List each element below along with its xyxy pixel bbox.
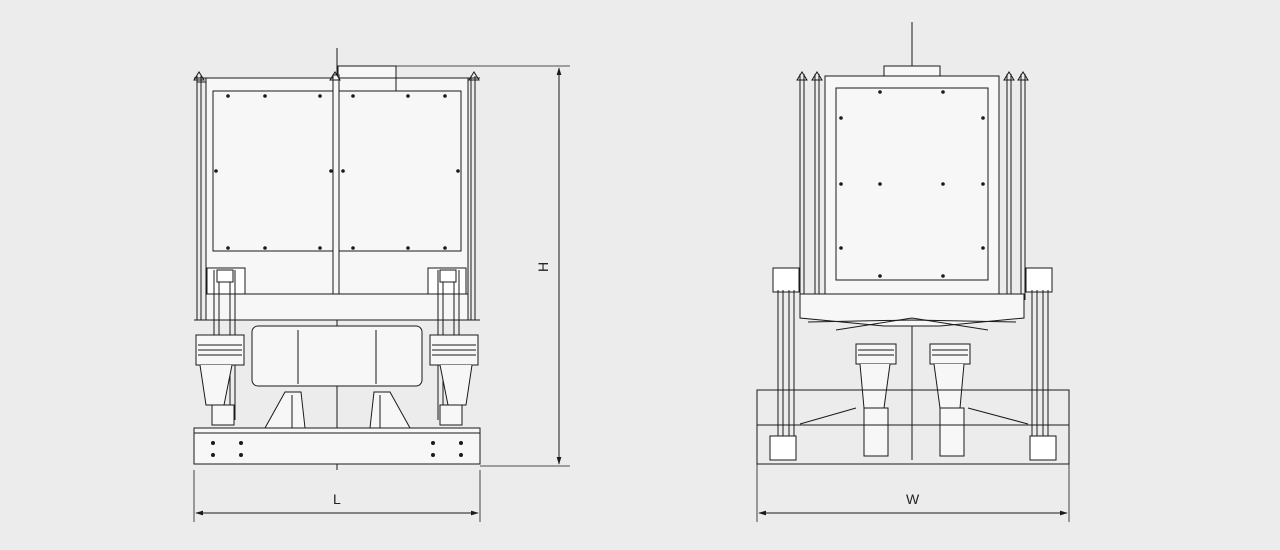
front-base (193, 427, 481, 465)
front-left-bracket (195, 267, 246, 426)
front-support-legs (264, 391, 411, 429)
side-lower-hopper (799, 293, 1025, 327)
front-right-bracket (427, 267, 479, 426)
front-panel-bolts (214, 94, 460, 250)
front-suspension-rods (193, 71, 480, 320)
side-suspension-rods (796, 71, 1029, 300)
side-view (756, 22, 1070, 522)
side-left-outlet (855, 343, 897, 457)
front-center-rod (332, 74, 340, 296)
side-right-bracket (1025, 267, 1057, 461)
dimension-label-h: H (535, 262, 551, 272)
front-lower-frame (205, 293, 469, 321)
side-inlet (883, 65, 941, 77)
side-left-bracket (769, 267, 800, 461)
front-view (193, 48, 570, 522)
dimension-label-l: L (333, 491, 341, 507)
front-motor-box (251, 325, 423, 387)
dimension-label-w: W (906, 491, 920, 507)
side-panel-bolts (839, 90, 985, 278)
side-right-outlet (929, 343, 971, 457)
side-screen-panel (835, 87, 989, 281)
side-base (756, 389, 1070, 465)
side-hopper-body (824, 75, 1000, 295)
